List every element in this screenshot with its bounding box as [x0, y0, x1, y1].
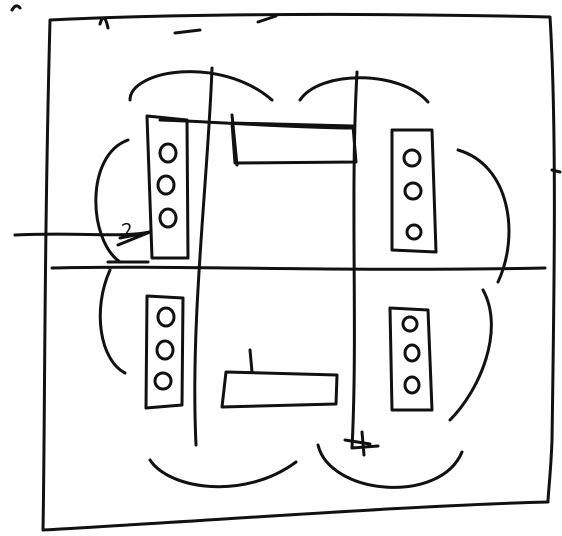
stray-mark [12, 6, 20, 10]
bottom-right-arc [318, 445, 462, 487]
right-lower-arc [450, 290, 491, 420]
stray-mark [258, 16, 276, 22]
bottom-left-arc [150, 460, 296, 487]
right-upper-arc [458, 150, 509, 282]
smudge-mark [345, 432, 378, 455]
outer-frame [43, 14, 554, 530]
vertical-divider-left [195, 68, 212, 445]
top-right-arc [300, 78, 428, 102]
bottom-center-bar [222, 350, 337, 407]
top-left-arc [130, 72, 272, 100]
panel-top-left [147, 116, 188, 258]
left-lower-arc [100, 270, 125, 373]
top-center-bar [232, 115, 356, 165]
panel-bottom-right [390, 308, 432, 410]
stray-mark [100, 18, 108, 28]
stray-mark [175, 30, 200, 33]
horizontal-divider [52, 267, 545, 269]
right-edge-mark [552, 170, 560, 172]
panel-bottom-left [146, 296, 183, 408]
panel-top-right [392, 130, 436, 252]
